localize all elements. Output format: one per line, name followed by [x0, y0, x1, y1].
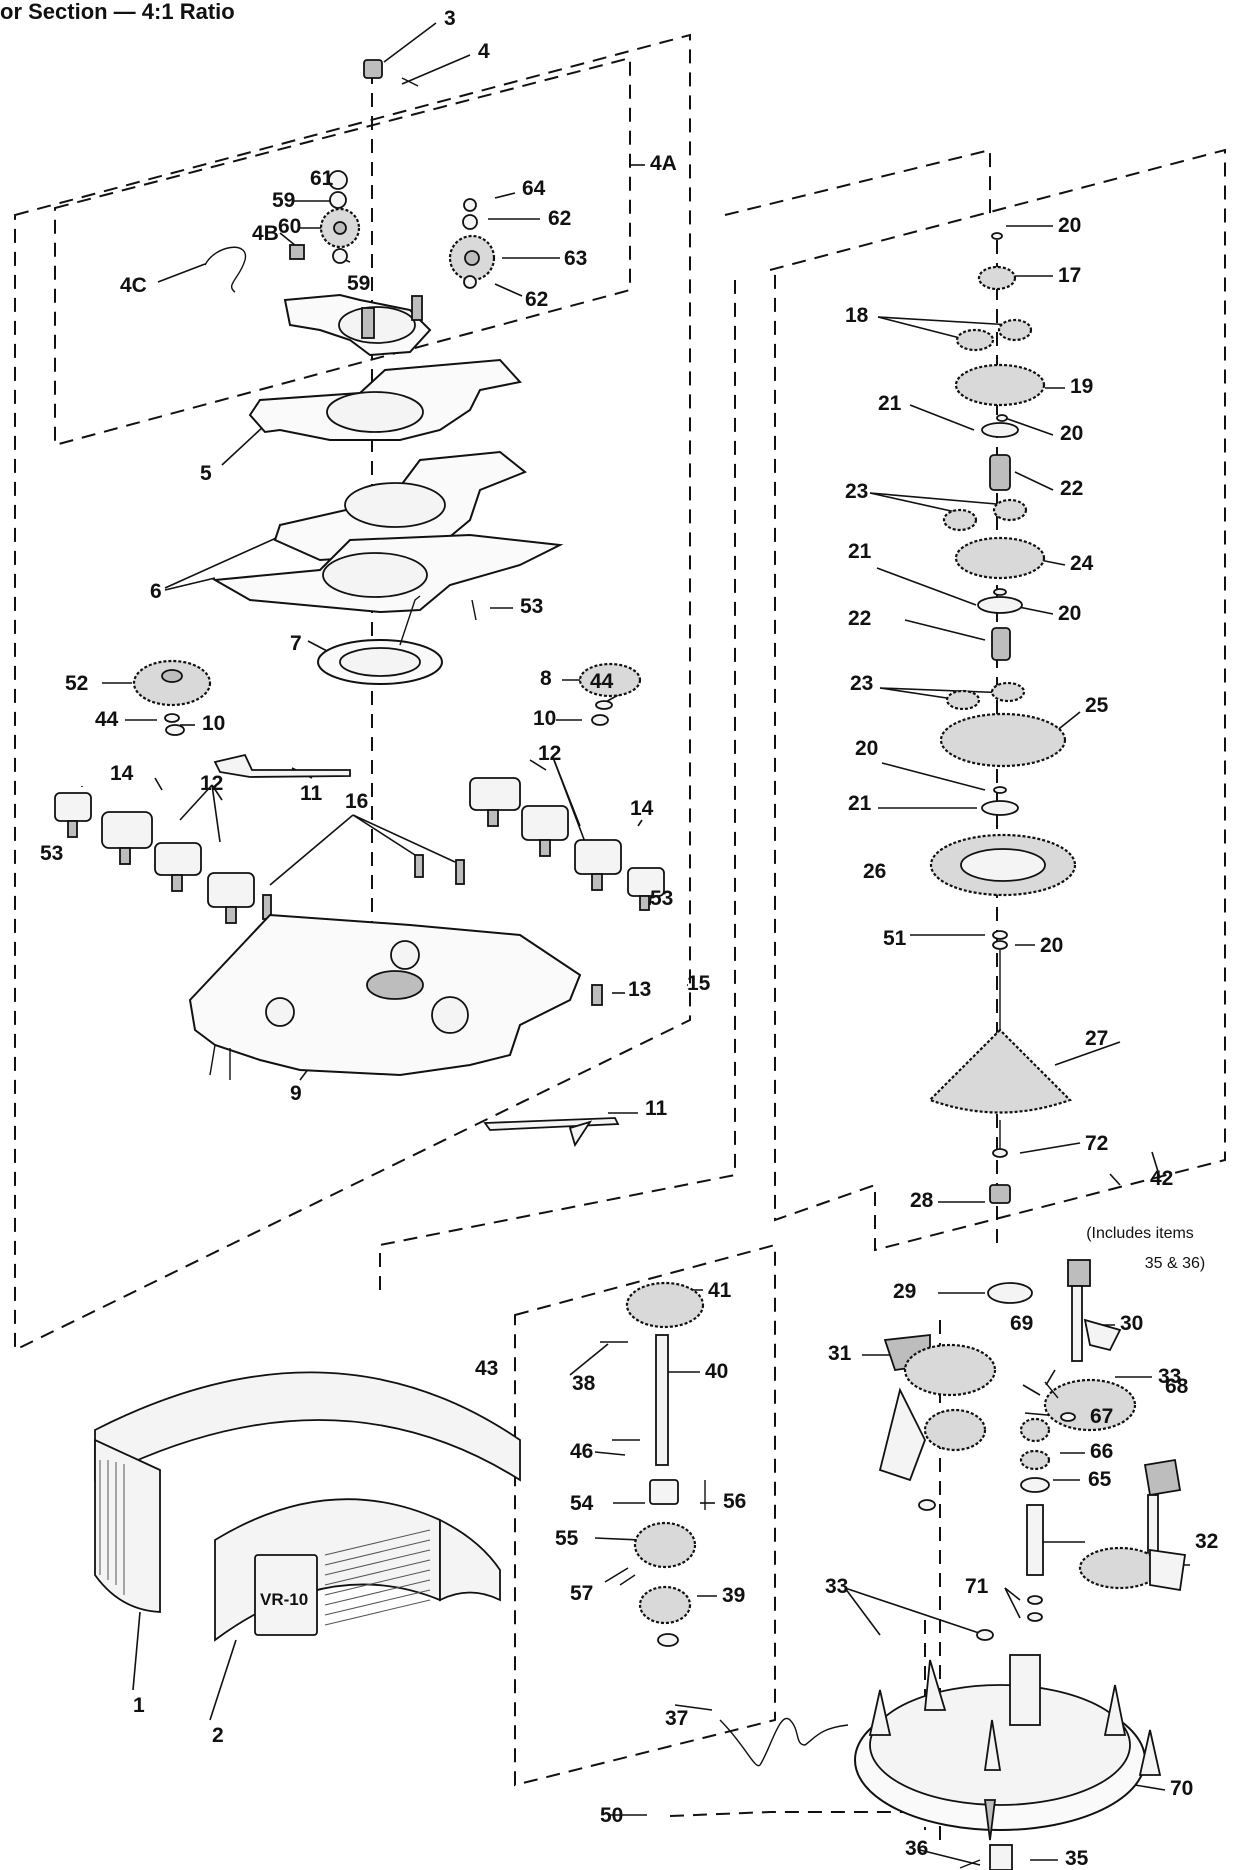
callout-2: 2 [212, 1724, 224, 1747]
callout-62a: 62 [548, 207, 571, 230]
callout-43: 43 [475, 1357, 498, 1380]
callout-8: 8 [540, 667, 552, 690]
callout-68: 68 [1165, 1375, 1189, 1398]
callout-15: 15 [687, 972, 711, 995]
callout-14b: 14 [630, 797, 654, 820]
callout-24: 24 [1070, 552, 1094, 575]
callout-9: 9 [290, 1082, 302, 1105]
callout-27: 27 [1085, 1027, 1108, 1050]
callout-6: 6 [150, 580, 162, 603]
callout-12b: 12 [200, 772, 223, 795]
callout-3: 3 [444, 7, 456, 30]
callout-16: 16 [345, 790, 368, 813]
callout-19: 19 [1070, 375, 1093, 398]
callout-23b: 23 [850, 672, 873, 695]
callout-20d: 20 [855, 737, 878, 760]
callout-30: 30 [1120, 1312, 1143, 1335]
callout-13: 13 [628, 978, 651, 1001]
case-text-lines [324, 1529, 431, 1626]
callout-23a: 23 [845, 480, 868, 503]
case-nameplate [254, 1554, 318, 1636]
callout-51: 51 [883, 927, 907, 950]
callout-50: 50 [600, 1804, 623, 1827]
callout-17: 17 [1058, 264, 1081, 287]
callout-62b: 62 [525, 288, 548, 311]
callout-66: 66 [1090, 1440, 1113, 1463]
callout-53c: 53 [650, 887, 673, 910]
callout-53b: 53 [40, 842, 63, 865]
callout-35: 35 [1065, 1847, 1089, 1870]
section-title: or Section — 4:1 Ratio [0, 0, 235, 24]
callout-10b: 10 [533, 707, 556, 730]
callout-54: 54 [570, 1492, 594, 1515]
part-drawings [54, 59, 1187, 1870]
callout-56: 56 [723, 1490, 746, 1513]
callout-46: 46 [570, 1440, 593, 1463]
callout-44b: 44 [590, 670, 614, 693]
callout-21a: 21 [878, 392, 902, 415]
callout-40: 40 [705, 1360, 728, 1383]
callout-44a: 44 [95, 708, 119, 731]
callout-4B: 4B [252, 222, 279, 245]
callout-21b: 21 [848, 540, 872, 563]
callout-71: 71 [965, 1575, 989, 1598]
callout-37: 37 [665, 1707, 688, 1730]
callout-20b: 20 [1060, 422, 1083, 445]
callout-59b: 59 [347, 272, 370, 295]
callout-33a: 33 [1158, 1365, 1181, 1388]
callout-20e: 20 [1040, 934, 1063, 957]
callout-11b: 11 [645, 1097, 668, 1120]
callout-42: 42 [1150, 1167, 1173, 1190]
callout-70: 70 [1170, 1777, 1193, 1800]
callout-28: 28 [910, 1189, 934, 1212]
callout-63: 63 [564, 247, 587, 270]
callout-4: 4 [478, 40, 490, 63]
note-42-line2: 35 & 36) [1145, 1255, 1205, 1272]
callout-61: 61 [310, 167, 334, 190]
callout-22a: 22 [1060, 477, 1083, 500]
callout-4A: 4A [650, 152, 677, 175]
callout-52: 52 [65, 672, 88, 695]
callout-65: 65 [1088, 1468, 1112, 1491]
callout-21c: 21 [848, 792, 872, 815]
callout-5: 5 [200, 462, 212, 485]
callout-10a: 10 [202, 712, 225, 735]
callout-38: 38 [572, 1372, 596, 1395]
callout-32: 32 [1195, 1530, 1218, 1553]
callout-55: 55 [555, 1527, 579, 1550]
callout-57: 57 [570, 1582, 593, 1605]
callout-69: 69 [1010, 1312, 1033, 1335]
callout-59a: 59 [272, 189, 295, 212]
callout-64: 64 [522, 177, 546, 200]
callout-53a: 53 [520, 595, 543, 618]
callout-18: 18 [845, 304, 869, 327]
callout-29: 29 [893, 1280, 916, 1303]
callout-4C: 4C [120, 274, 147, 297]
callout-41: 41 [708, 1279, 732, 1302]
callout-25: 25 [1085, 694, 1109, 717]
callout-7: 7 [290, 632, 302, 655]
callout-12a: 12 [538, 742, 561, 765]
callout-22b: 22 [848, 607, 871, 630]
assembly-outlines [14, 33, 1226, 1840]
callout-11a: 11 [300, 782, 323, 805]
callout-39: 39 [722, 1584, 745, 1607]
callout-60: 60 [278, 215, 301, 238]
callout-1: 1 [133, 1694, 145, 1717]
callout-20a: 20 [1058, 214, 1081, 237]
callout-72: 72 [1085, 1132, 1108, 1155]
case-hatching [99, 1460, 125, 1595]
callout-20c: 20 [1058, 602, 1081, 625]
callout-67: 67 [1090, 1405, 1113, 1428]
callout-26: 26 [863, 860, 886, 883]
callout-36: 36 [905, 1837, 928, 1860]
callout-14a: 14 [110, 762, 134, 785]
callout-31: 31 [828, 1342, 852, 1365]
note-42-line1: (Includes items [1086, 1225, 1194, 1242]
case-badge-text: VR-10 [260, 1590, 308, 1609]
callout-33b: 33 [825, 1575, 848, 1598]
